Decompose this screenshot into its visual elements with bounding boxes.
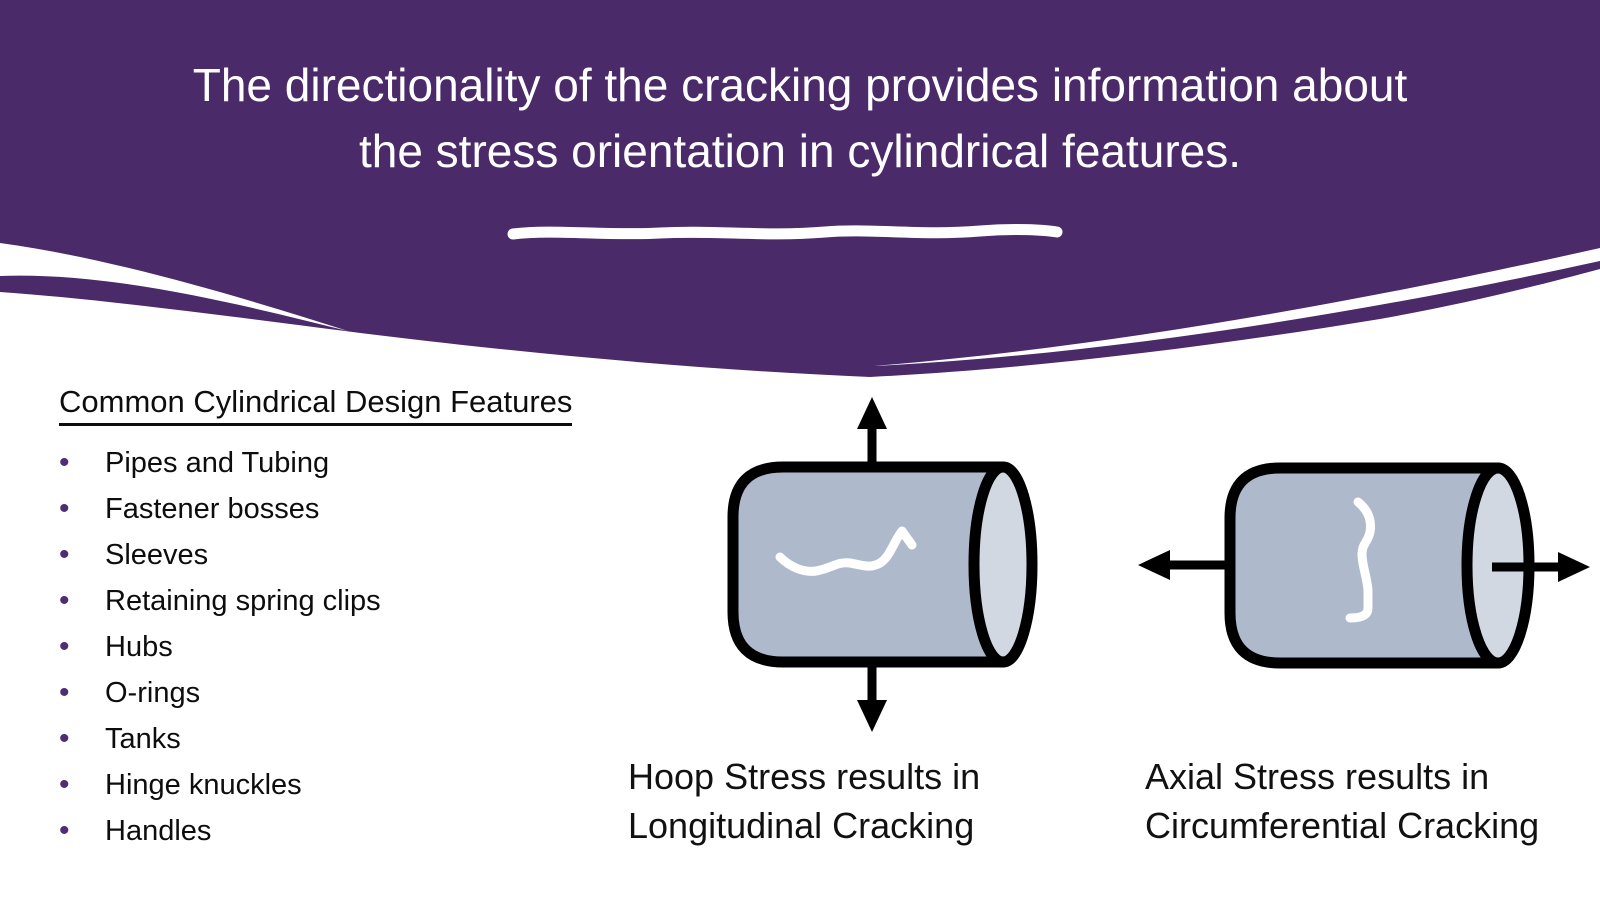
banner-swoosh xyxy=(0,0,1600,377)
bullet-icon: • xyxy=(59,630,70,663)
list-item-label: Pipes and Tubing xyxy=(105,447,330,479)
bullet-icon: • xyxy=(59,676,70,709)
right-arrow-icon xyxy=(1492,552,1590,582)
banner-main-shape xyxy=(0,0,1600,377)
features-section: Common Cylindrical Design Features • Pip… xyxy=(59,384,679,854)
list-item: • Pipes and Tubing xyxy=(59,440,679,486)
down-arrow-icon xyxy=(857,660,887,732)
list-item-label: Tanks xyxy=(105,723,181,755)
features-heading: Common Cylindrical Design Features xyxy=(59,384,573,426)
list-item: • Sleeves xyxy=(59,532,679,578)
list-item: • O-rings xyxy=(59,670,679,716)
list-item: • Tanks xyxy=(59,716,679,762)
cylinder-axial xyxy=(1224,462,1535,669)
title-underline-squiggle xyxy=(507,223,1063,240)
crack-circumferential xyxy=(1345,497,1375,623)
hoop-caption: Hoop Stress results in Longitudinal Crac… xyxy=(628,756,981,846)
hoop-stress-diagram xyxy=(727,397,1038,732)
up-arrow-icon xyxy=(857,397,887,469)
bullet-icon: • xyxy=(59,722,70,755)
list-item: • Handles xyxy=(59,808,679,854)
list-item-label: Retaining spring clips xyxy=(105,585,381,617)
list-item: • Retaining spring clips xyxy=(59,578,679,624)
list-item: • Hinge knuckles xyxy=(59,762,679,808)
features-list: • Pipes and Tubing • Fastener bosses • S… xyxy=(59,440,679,854)
bullet-icon: • xyxy=(59,492,70,525)
list-item-label: Hinge knuckles xyxy=(105,769,302,801)
bullet-icon: • xyxy=(59,538,70,571)
bullet-icon: • xyxy=(59,814,70,847)
bullet-icon: • xyxy=(59,584,70,617)
slide-title: The directionality of the cracking provi… xyxy=(0,52,1600,184)
list-item-label: O-rings xyxy=(105,677,201,709)
list-item-label: Hubs xyxy=(105,631,173,663)
list-item-label: Handles xyxy=(105,815,212,847)
list-item-label: Sleeves xyxy=(105,539,209,571)
banner-left-white-swoosh xyxy=(0,243,348,331)
bullet-icon: • xyxy=(59,446,70,479)
list-item: • Fastener bosses xyxy=(59,486,679,532)
axial-stress-diagram xyxy=(1138,462,1590,669)
bullet-icon: • xyxy=(59,768,70,801)
crack-longitudinal xyxy=(775,526,917,576)
axial-caption: Axial Stress results in Circumferential … xyxy=(1145,756,1540,846)
slide-title-text: The directionality of the cracking provi… xyxy=(192,59,1408,177)
list-item-label: Fastener bosses xyxy=(105,493,320,525)
list-item: • Hubs xyxy=(59,624,679,670)
left-arrow-icon xyxy=(1138,550,1232,580)
